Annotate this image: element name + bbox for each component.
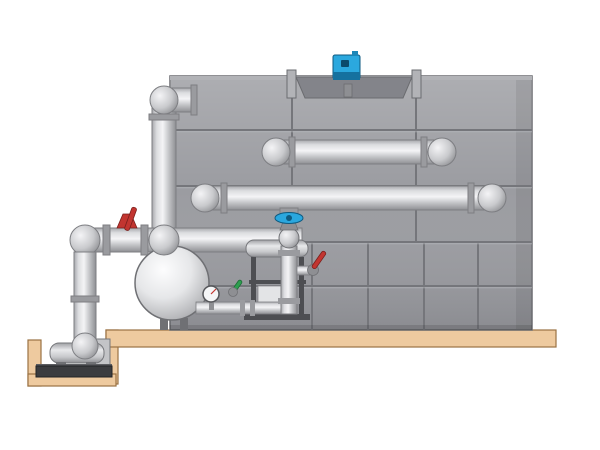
- butterfly-valve-lever: [124, 206, 137, 231]
- pipe-flange: [220, 182, 228, 214]
- control-valve: [274, 212, 304, 315]
- pressure-gauge: [202, 285, 220, 310]
- handwheel-hub: [286, 215, 292, 221]
- tank-right-shade: [516, 77, 531, 329]
- upper-distribution-pipe: [261, 136, 457, 168]
- drop-pipe: [70, 251, 100, 349]
- gauge-stem: [209, 300, 214, 310]
- pipe-flange: [148, 113, 180, 121]
- separator-vessel: [134, 224, 210, 330]
- pipe-elbow-sphere: [261, 137, 291, 167]
- pit-pump: [35, 332, 113, 378]
- green-valve: [228, 279, 243, 297]
- pipe-flange: [70, 295, 100, 303]
- pipe-elbow-sphere: [69, 224, 101, 256]
- tank-base-shadow: [170, 325, 532, 330]
- skid-frame-post: [299, 257, 304, 317]
- level-sensor: [332, 51, 361, 98]
- riser-vertical-run: [151, 99, 177, 241]
- pipe-flange: [102, 224, 111, 256]
- green-valve-body: [228, 287, 238, 297]
- pipe-elbow-sphere: [149, 85, 179, 115]
- skid-horizontal-pipe: [195, 301, 283, 315]
- pipe-elbow-sphere: [427, 137, 457, 167]
- pipe-elbow-sphere: [148, 224, 180, 256]
- vessel-foot: [180, 318, 188, 330]
- skid-frame-post: [251, 257, 256, 317]
- pipe-flange: [140, 224, 149, 256]
- pipe-flange: [278, 298, 300, 304]
- butterfly-valve: [116, 206, 138, 231]
- pipe-flange: [240, 300, 245, 316]
- pipe-run: [275, 139, 443, 165]
- sensor-top-tab: [352, 51, 358, 56]
- sensor-display: [341, 60, 349, 67]
- skid-piping: [195, 212, 327, 316]
- drain-valve-lever: [311, 250, 327, 270]
- pipe-run: [204, 185, 493, 211]
- pipe-elbow-sphere: [190, 183, 220, 213]
- tank-top-basin: [286, 69, 422, 99]
- foundation-slab: [105, 329, 557, 348]
- riser-pipe: [148, 84, 198, 241]
- pipe-flange: [467, 182, 475, 214]
- pipe-elbow-sphere: [71, 332, 99, 360]
- pipe-flange: [190, 84, 198, 116]
- pipe-flange: [420, 136, 428, 168]
- vessel-foot: [160, 318, 168, 330]
- skid-frame-crossbar: [249, 280, 306, 284]
- pipe-elbow-sphere: [477, 183, 507, 213]
- valve-body: [278, 227, 300, 249]
- gauge-needle: [210, 288, 217, 295]
- basin-interior: [295, 76, 413, 99]
- drain-valve: [296, 250, 327, 276]
- pipe-flange: [250, 300, 255, 316]
- skid-base-bar: [244, 314, 310, 320]
- sensor-band: [333, 72, 360, 80]
- middle-distribution-pipe: [190, 182, 507, 217]
- sensor-stem: [343, 83, 353, 98]
- basin-right-rim: [411, 69, 422, 99]
- pipe-flange: [278, 250, 300, 256]
- pump-base-plate: [35, 365, 113, 378]
- basin-left-rim: [286, 69, 297, 99]
